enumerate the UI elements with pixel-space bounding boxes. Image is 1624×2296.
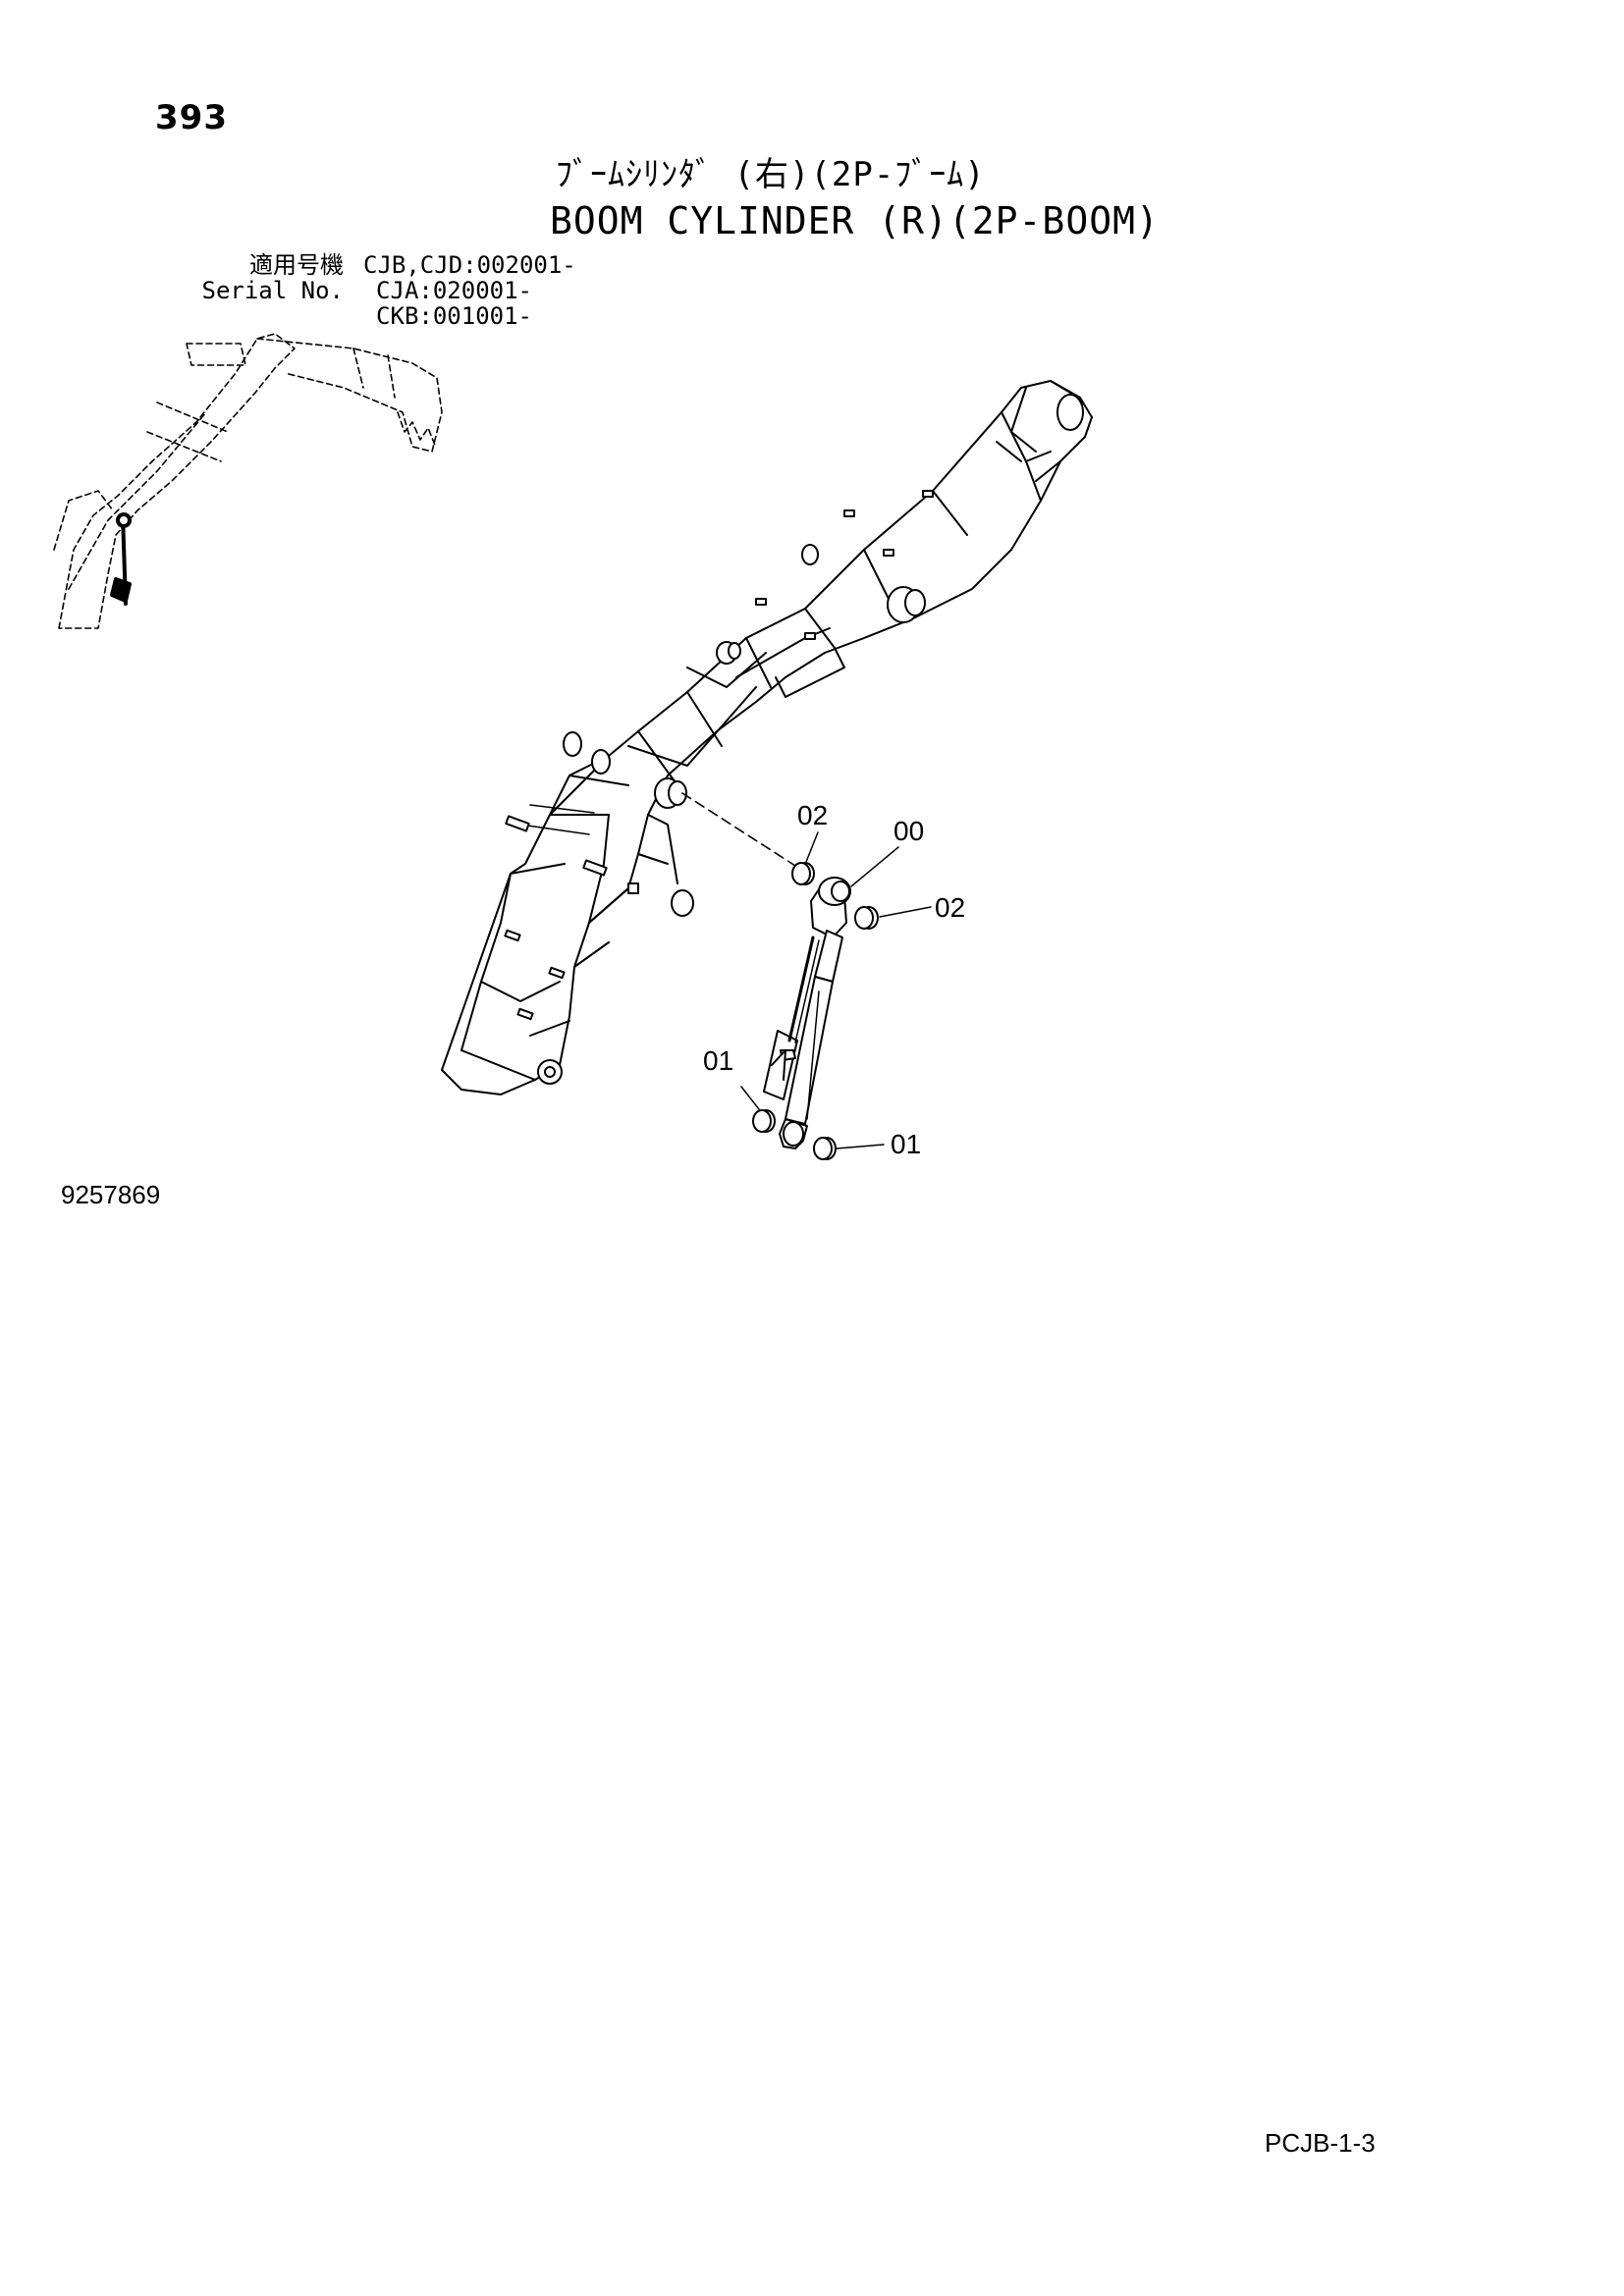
title-english: BOOM CYLINDER (R)(2P-BOOM): [550, 199, 1160, 242]
callout-02-right: 02: [935, 892, 965, 923]
serial-label-japanese: 適用号機: [249, 251, 344, 279]
callout-02-upper: 02: [797, 800, 828, 830]
callout-00: 00: [893, 816, 924, 846]
callout-01-right: 01: [891, 1129, 921, 1159]
serial-code: CJA:020001-: [376, 277, 532, 304]
assembly-leader-line: [681, 792, 796, 867]
boom-pins-and-bosses: [504, 394, 1084, 1085]
drawing-number: 9257869: [61, 1180, 161, 1209]
serial-label-english: Serial No.: [201, 277, 345, 304]
serial-code: CKB:001001-: [376, 302, 532, 330]
callout-leader-lines: [740, 831, 932, 1149]
page-code: PCJB-1-3: [1265, 2128, 1376, 2158]
boom-cylinder-drawing: [763, 877, 851, 1149]
boom-structure-drawing: [441, 380, 1093, 1095]
page-number: 393: [155, 98, 228, 137]
overview-highlighted-cylinder-icon: [110, 512, 132, 606]
bushing-parts: [752, 862, 879, 1160]
callout-01-left: 01: [703, 1045, 733, 1076]
title-japanese: ﾌﾞｰﾑｼﾘﾝﾀﾞ (右)(2P-ﾌﾞｰﾑ): [556, 155, 986, 194]
serial-applicability: 適用号機 CJB,CJD:002001- Serial No. CJA:0200…: [147, 251, 576, 330]
overview-excavator-thumbnail: [53, 333, 443, 629]
